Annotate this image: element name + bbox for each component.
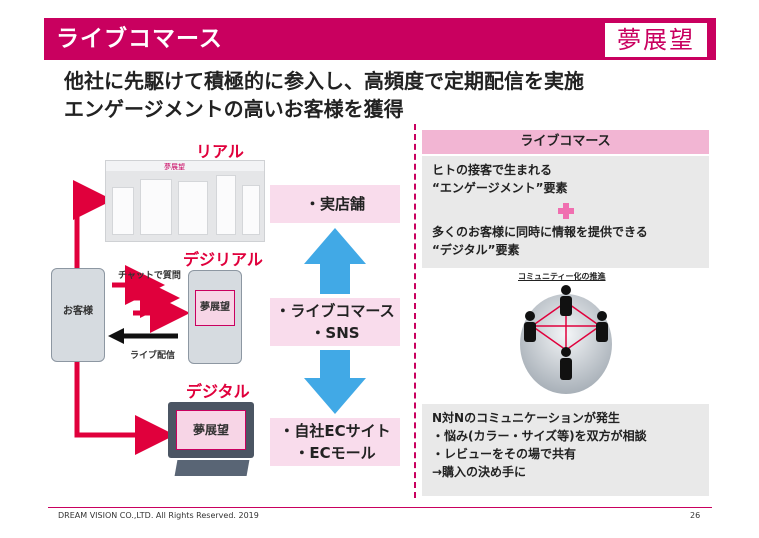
channel-ec: ・自社ECサイト ・ECモール xyxy=(270,418,400,466)
feature-line-4: “デジタル”要素 xyxy=(432,243,520,257)
feature-line-3: 多くのお客様に同時に情報を提供できる xyxy=(432,225,648,239)
logo-frame xyxy=(604,22,708,58)
comm-line-3: ・レビューをその場で共有 xyxy=(432,447,577,461)
feature-line-2: “エンゲージメント”要素 xyxy=(432,181,568,195)
page-title: ライブコマース xyxy=(56,26,223,52)
channel-ec-line2: ・ECモール xyxy=(294,444,376,462)
customer-label: お客様 xyxy=(63,306,93,317)
chat-label: チャットで質問 xyxy=(118,271,181,281)
headline-line-1: 他社に先駆けて積極的に参入し、高頻度で定期配信を実施 xyxy=(64,69,584,93)
footer-rule xyxy=(48,507,712,508)
store-photo: 夢展望 xyxy=(105,160,265,242)
comm-line-2: ・悩み(カラー・サイズ等)を双方が相談 xyxy=(432,429,647,443)
live-label: ライブ配信 xyxy=(130,351,176,361)
store-phone-screen: 夢展望 xyxy=(195,290,235,326)
headline-line-2: エンゲージメントの高いお客様を獲得 xyxy=(64,97,404,121)
right-panel-title: ライブコマース xyxy=(422,130,709,154)
store-sign: 夢展望 xyxy=(164,163,185,171)
comm-line-1: N対Nのコミュニケーションが発生 xyxy=(432,411,620,425)
channel-physical: ・実店舗 xyxy=(270,185,400,223)
label-real: リアル xyxy=(196,142,244,161)
label-digital: デジタル xyxy=(186,382,250,401)
communication-box xyxy=(422,404,709,496)
up-arrow-icon xyxy=(304,228,366,294)
community-label: コミュニティー化の推進 xyxy=(518,272,606,281)
plus-icon xyxy=(558,203,574,219)
copyright: DREAM VISION CO.,LTD. All Rights Reserve… xyxy=(58,511,259,520)
label-dejireal: デジリアル xyxy=(183,250,263,269)
keyboard xyxy=(174,460,250,476)
community-network-graphic xyxy=(520,285,612,394)
feature-line-1: ヒトの接客で生まれる xyxy=(432,163,553,177)
channel-live: ・ライブコマース ・SNS xyxy=(270,298,400,346)
page-number: 26 xyxy=(690,511,701,520)
right-panel xyxy=(414,124,716,498)
brand-logo: 夢展望 xyxy=(617,26,695,54)
monitor-screen: 夢展望 xyxy=(176,410,246,450)
down-arrow-icon xyxy=(304,350,366,414)
channel-live-line2: ・SNS xyxy=(310,324,360,342)
customer-phone xyxy=(51,268,105,362)
channel-ec-line1: ・自社ECサイト xyxy=(279,422,391,440)
blue-arrows xyxy=(304,228,366,414)
channel-live-line1: ・ライブコマース xyxy=(275,302,395,320)
comm-line-4: →購入の決め手に xyxy=(432,465,527,479)
